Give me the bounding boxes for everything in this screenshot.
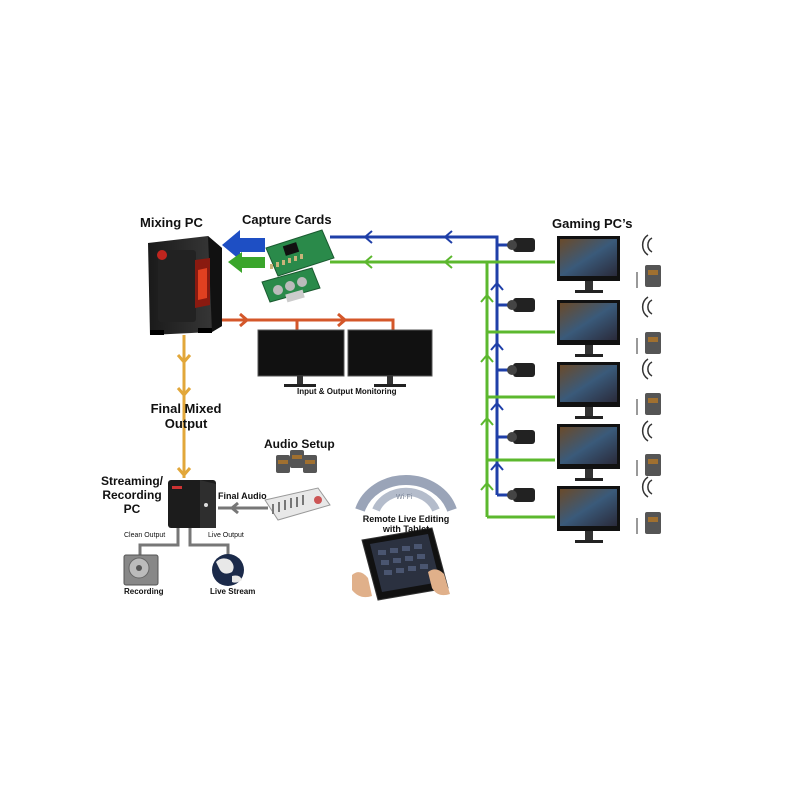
antenna-icon [641,476,653,498]
capture-cards [261,229,335,303]
capture-card-icon [265,229,335,277]
antenna-icon [641,420,653,442]
monitor-icon [557,236,620,293]
audio-mixer-icon [264,487,331,521]
wifi-label: Wi-Fi [396,494,413,501]
wifi-icon [355,475,457,512]
final-mixed-line2: Output [164,416,208,431]
final-audio-label: Final Audio [218,491,267,501]
wireless-receiver-icon [636,454,661,476]
final-mixed-line1: Final Mixed [150,401,222,416]
blue-signal-lines [330,235,510,497]
blue-up-chevrons [490,281,504,471]
final-mixed-output-label: Final Mixed Output [150,401,222,431]
wireless-receiver-icon [636,393,661,415]
gaming-pcs [507,234,661,543]
live-stream-label: Live Stream [210,587,256,596]
camera-icon [507,430,535,444]
wireless-receiver-icon [276,450,317,473]
recording-label: Recording [124,587,164,596]
monitor-icon [557,362,620,419]
green-arrow-icon [228,252,265,273]
monitor-icon [557,486,620,543]
streaming-line1: Streaming/ [100,474,163,488]
gaming-station [507,420,661,481]
blue-chevrons [363,230,453,244]
camera-icon [507,238,535,252]
wireless-receiver-icon [636,265,661,288]
hard-drive-icon [123,554,159,586]
camera-icon [507,298,535,312]
gaming-pcs-label: Gaming PC’s [552,216,633,231]
capture-to-pc-arrows [222,230,265,273]
audio-setup [264,450,331,521]
monitor-icon [557,300,620,357]
gaming-station [507,476,661,543]
green-signal-lines [330,260,555,519]
camera-icon [507,363,535,377]
streaming-line2: Recording [102,488,162,502]
remote-line2: with Tablet [382,524,430,534]
mixing-pc-label: Mixing PC [140,215,203,230]
monitoring-monitors [257,329,433,387]
capture-card-icon [261,267,321,303]
wireless-receiver-icon [636,512,661,534]
monitor-icon [347,329,433,387]
monitoring-label: Input & Output Monitoring [297,387,397,396]
gaming-station [507,358,661,419]
gaming-station [507,296,661,357]
remote-editing-label: Remote Live Editing with Tablet [356,514,456,534]
mixing-pc [148,236,222,335]
audio-setup-label: Audio Setup [264,437,335,451]
final-audio-line [138,501,268,555]
clean-output-label: Clean Output [124,532,166,539]
monitoring-lines [215,312,395,330]
tablet-icon [352,527,450,601]
green-chevrons [363,255,494,491]
final-output-line [176,335,192,478]
streaming-line3: PC [123,502,141,516]
streaming-pc-label: Streaming/ Recording PC [100,474,164,516]
pc-tower-icon [148,236,222,335]
blue-arrow-icon [222,230,265,260]
antenna-icon [641,296,653,318]
pc-tower-icon [168,480,216,528]
remote-line1: Remote Live Editing [362,514,450,524]
live-output-label: Live Output [208,532,244,539]
globe-icon [212,554,244,586]
camera-icon [507,488,535,502]
streaming-pc [168,480,216,528]
monitor-icon [257,329,345,387]
antenna-icon [641,358,653,380]
capture-cards-label: Capture Cards [242,212,332,227]
antenna-icon [641,234,653,256]
gaming-station [507,234,661,293]
wireless-receiver-icon [636,332,661,354]
monitor-icon [557,424,620,481]
